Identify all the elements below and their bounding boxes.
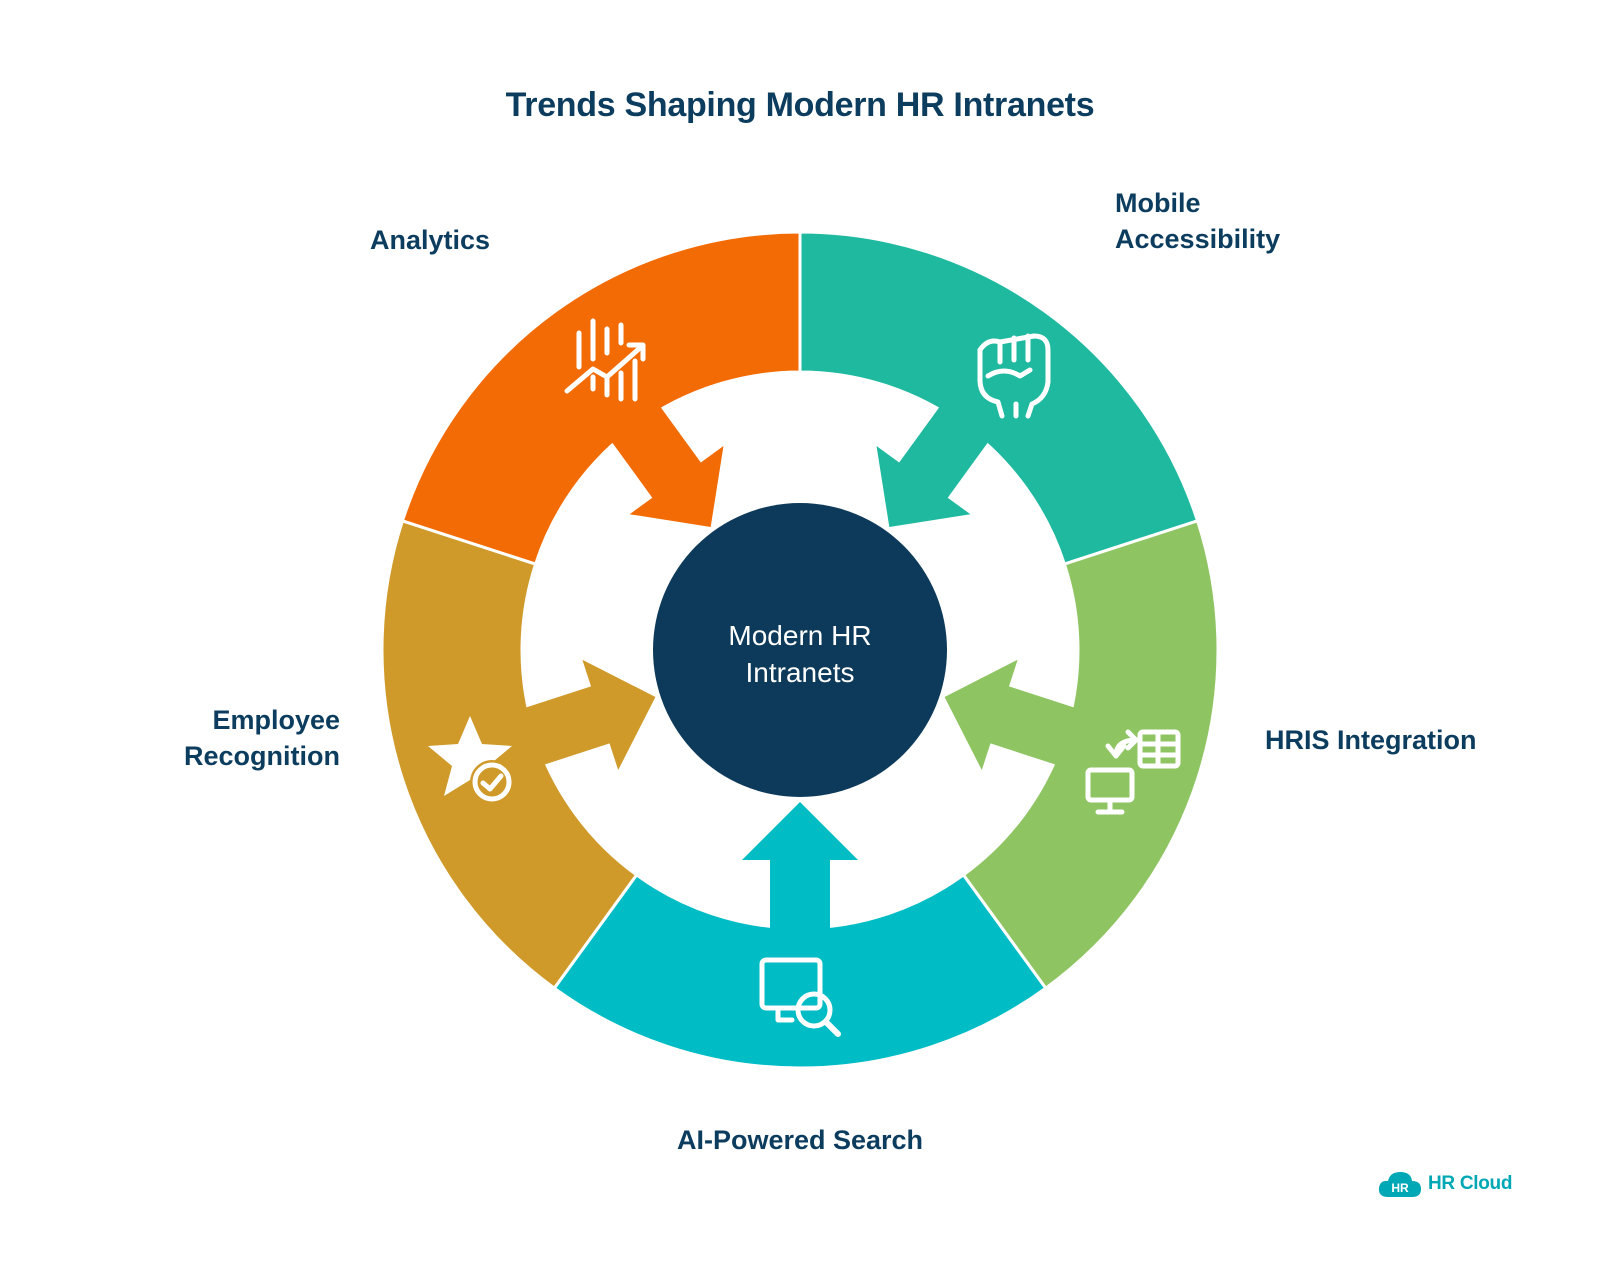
segment-mobile-accessibility: [798, 230, 1200, 566]
logo-text: HR Cloud: [1428, 1173, 1513, 1194]
segment-employee-recognition: [380, 518, 639, 991]
center-circle: [653, 503, 947, 797]
segment-ai-powered-search: [552, 872, 1048, 1070]
arrow-hris-integration: [944, 659, 1078, 771]
segment-hris-integration: [961, 518, 1220, 991]
label-mobile-accessibility: Mobile Accessibility: [1115, 188, 1281, 254]
arrow-analytics: [609, 404, 724, 528]
label-analytics: Analytics: [370, 225, 491, 255]
star-check-icon: [428, 716, 514, 804]
center-label-line2: Intranets: [746, 657, 855, 688]
center-node: Modern HR Intranets: [653, 503, 947, 797]
ring-segments: [380, 230, 1220, 1070]
arrow-mobile-accessibility: [876, 404, 991, 528]
chart-trend-icon: [564, 318, 646, 402]
center-label-line1: Modern HR: [728, 620, 871, 651]
label-employee-recognition: Employee Recognition: [184, 705, 340, 771]
segment-analytics: [400, 230, 802, 566]
raised-fist-icon: [977, 333, 1051, 419]
arrow-employee-recognition: [522, 659, 656, 771]
arrow-ai-powered-search: [742, 802, 858, 932]
logo-badge-text: HR: [1391, 1181, 1409, 1195]
cloud-icon: HR: [1378, 1169, 1422, 1199]
label-ai-powered-search: AI-Powered Search: [676, 1125, 924, 1155]
hr-cloud-logo: HR HR Cloud: [1378, 1166, 1512, 1202]
page-title: Trends Shaping Modern HR Intranets: [505, 86, 1095, 124]
data-sync-icon: [1085, 729, 1181, 815]
label-hris-integration: HRIS Integration: [1265, 725, 1477, 755]
inward-arrows: [522, 404, 1078, 932]
monitor-search-icon: [759, 957, 841, 1037]
